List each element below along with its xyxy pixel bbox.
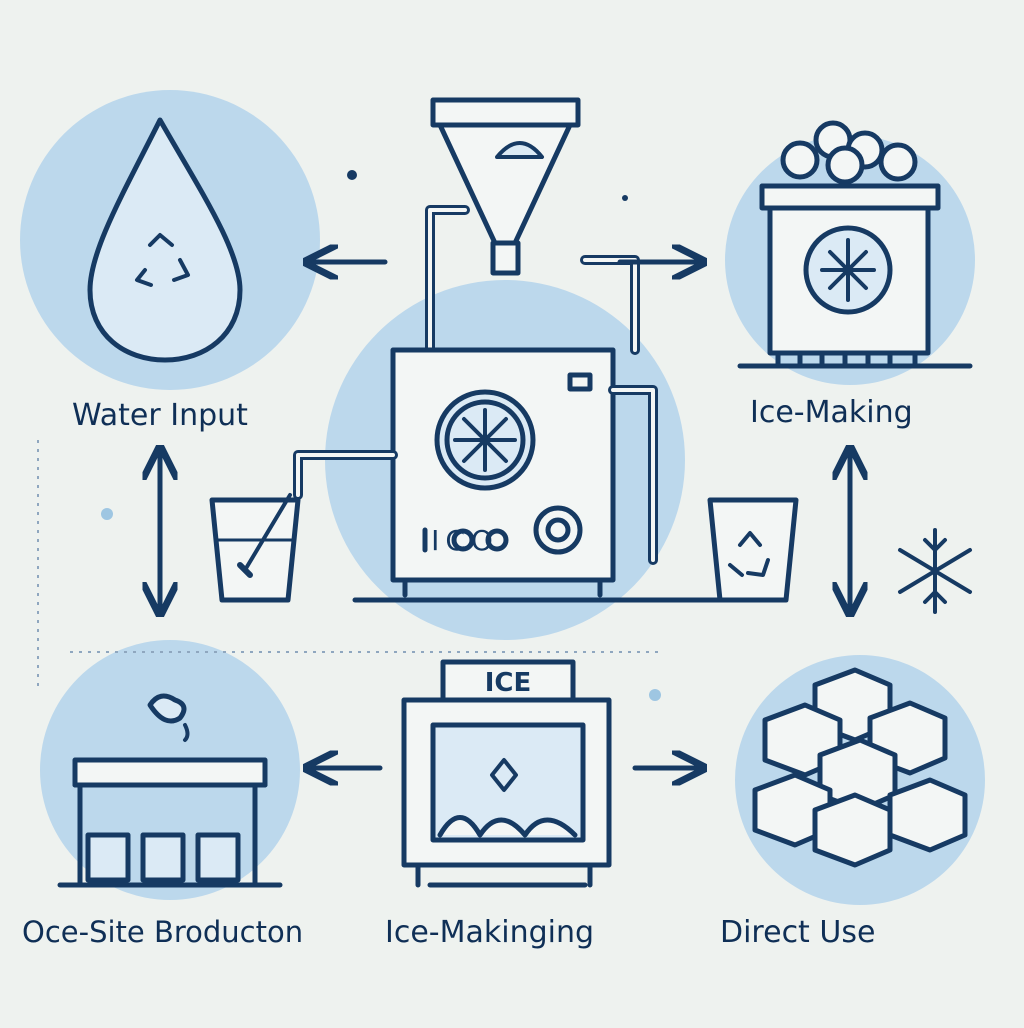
water-glass-icon — [209, 493, 301, 603]
label-onsite-production: Oce-Site Broducton — [22, 915, 304, 949]
water-drop-icon — [87, 117, 243, 363]
recycle-glass-icon — [707, 497, 799, 603]
onsite-station-icon — [57, 693, 283, 888]
ice-cubes-icon — [752, 667, 968, 868]
ice-machine-icon — [293, 97, 753, 603]
label-water-input: Water Input — [72, 398, 248, 433]
ice-bin-icon — [737, 120, 973, 369]
label-direct-use: Direct Use — [720, 915, 876, 950]
accent-dot — [622, 195, 628, 201]
label-ice-making-bottom: Ice-Makinging — [385, 915, 595, 950]
snowflake-icon — [898, 528, 972, 614]
accent-dot — [347, 170, 357, 180]
accent-dot — [649, 689, 661, 701]
ice-dispenser-icon — [401, 659, 612, 888]
machine-panel-text: ICO — [431, 524, 499, 557]
label-ice-making-top: Ice-Making — [750, 395, 913, 430]
ice-sign-label: ICE — [485, 668, 532, 698]
accent-dot — [101, 508, 113, 520]
